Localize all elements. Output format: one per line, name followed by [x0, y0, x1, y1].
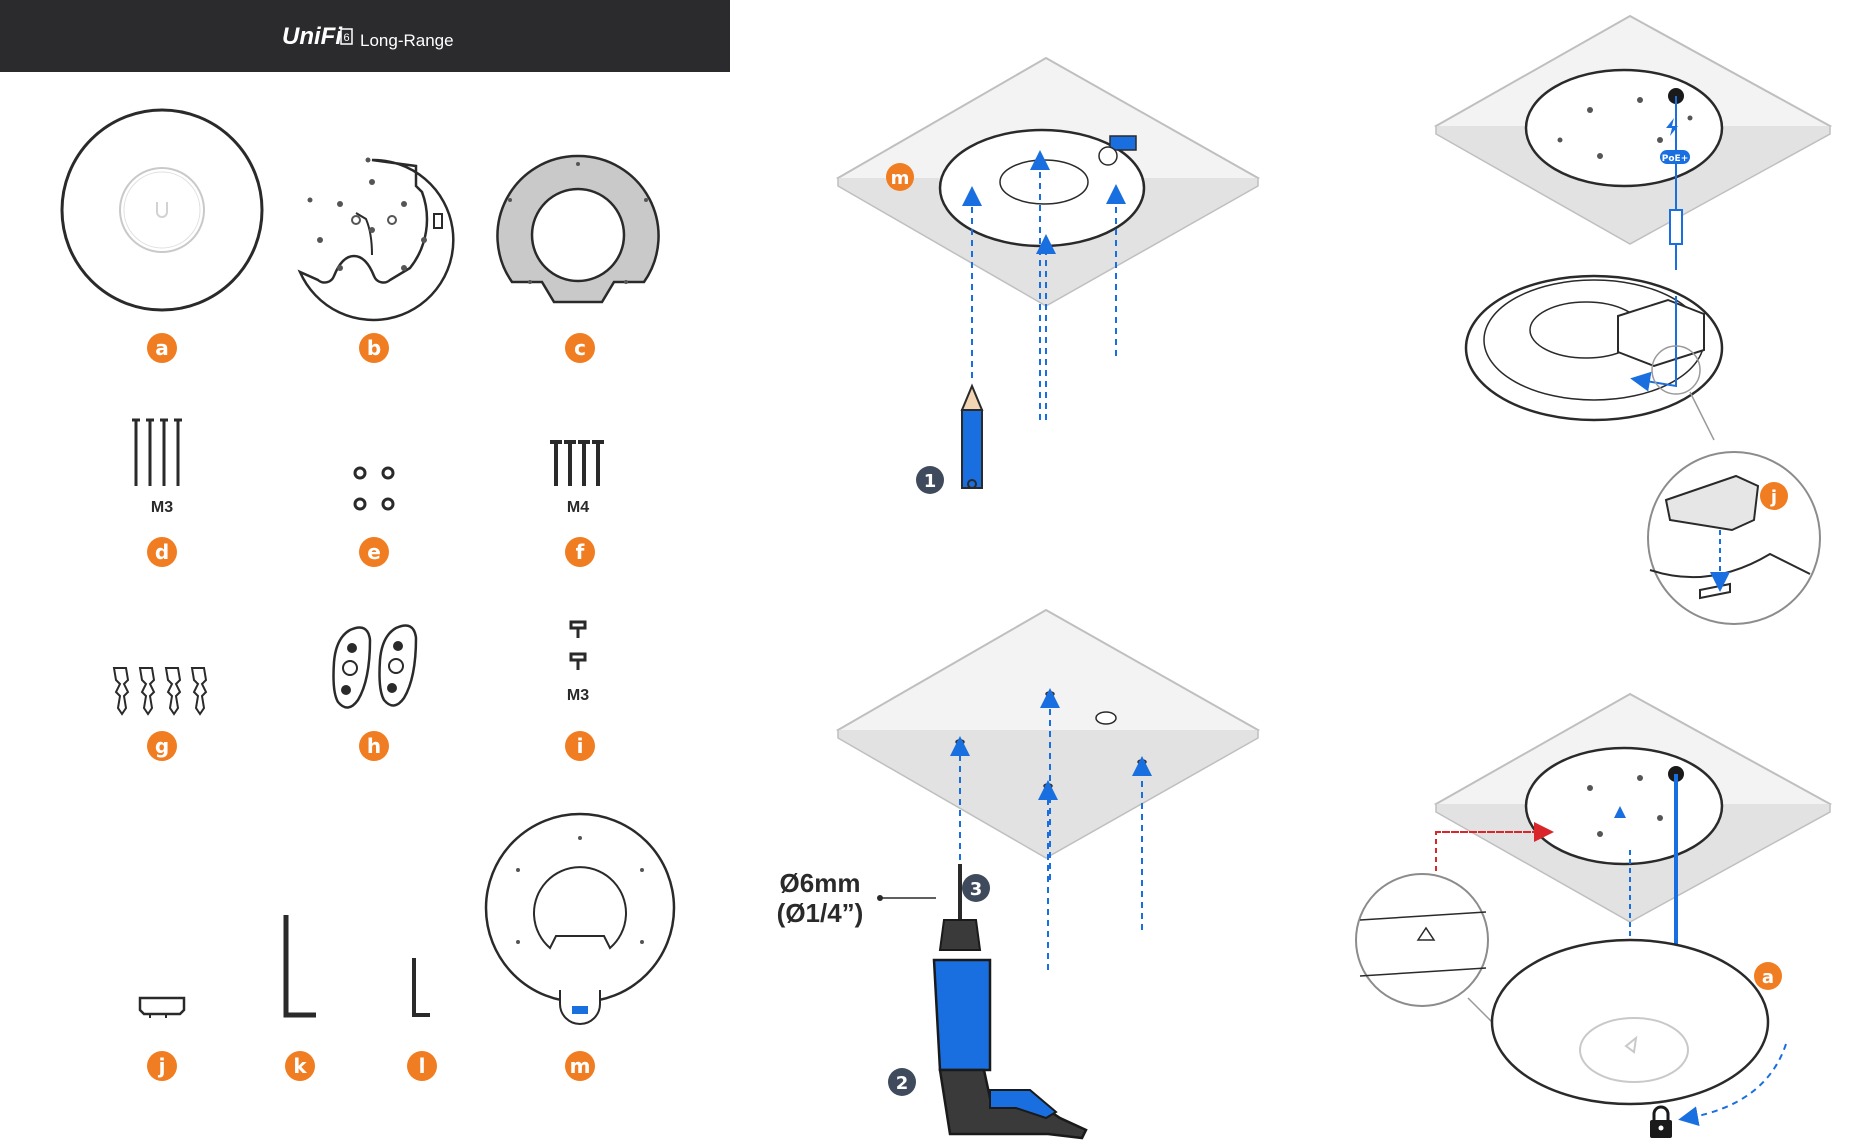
step3-number: 3: [970, 879, 983, 900]
badge-c: c: [565, 333, 595, 363]
svg-text:k: k: [293, 1054, 307, 1078]
svg-text:g: g: [155, 734, 169, 758]
latch-callout-letter: j: [1770, 487, 1777, 508]
product-name: Long-Range: [360, 31, 454, 50]
svg-text:d: d: [155, 540, 169, 564]
badge-i: i: [565, 731, 595, 761]
badge-g: g: [147, 731, 177, 761]
badge-h: h: [359, 731, 389, 761]
template-callout-letter: m: [891, 168, 910, 189]
svg-text:e: e: [367, 540, 381, 564]
badge-b: b: [359, 333, 389, 363]
component-e-washers: [353, 466, 395, 511]
step3-badge: [962, 874, 990, 902]
ubiquiti-logo-icon: [156, 202, 168, 218]
device-callout-badge: [1754, 962, 1782, 990]
badge-k: k: [285, 1051, 315, 1081]
svg-text:j: j: [158, 1054, 166, 1078]
component-g-wall-anchors: [112, 667, 208, 716]
latch-callout-badge: [1760, 482, 1788, 510]
lock-icon: [1650, 1105, 1672, 1138]
svg-text:a: a: [155, 336, 169, 360]
component-b-mounting-bracket: [297, 157, 455, 322]
step1-badge: [916, 466, 944, 494]
component-a-access-point: [60, 108, 264, 312]
drill-size-imperial: (Ø1/4”): [777, 898, 864, 928]
badge-f: f: [565, 537, 595, 567]
pencil-icon: [960, 383, 984, 489]
lightning-icon: [1666, 118, 1678, 136]
component-m-mounting-template: [484, 812, 676, 1025]
component-l-hex-key-small: [412, 958, 430, 1017]
component-d-caption: M3: [151, 499, 173, 516]
svg-text:i: i: [577, 734, 584, 758]
svg-text:l: l: [419, 1054, 426, 1078]
component-c-trim-ring: [496, 154, 660, 304]
header-bar: UniFi 6 Long-Range: [0, 0, 730, 72]
component-f-caption: M4: [567, 499, 589, 516]
svg-text:m: m: [570, 1054, 591, 1078]
component-letter-badges: a b c d e f g h i j k l m: [147, 333, 595, 1081]
step-mount-lock: a: [1355, 692, 1833, 1138]
badge-l: l: [407, 1051, 437, 1081]
component-i-caption: M3: [567, 687, 589, 704]
badge-a: a: [147, 333, 177, 363]
device-callout-letter: a: [1762, 967, 1774, 988]
svg-text:b: b: [367, 336, 381, 360]
step2-badge: [888, 1068, 916, 1096]
drill-icon: [932, 864, 1088, 1140]
component-d-m3-screws: [132, 418, 182, 486]
drill-size-metric: Ø6mm: [780, 868, 861, 898]
badge-e: e: [359, 537, 389, 567]
model-badge: 6: [344, 32, 350, 44]
step2-drill-holes: Ø6mm (Ø1/4”) 3 2: [777, 608, 1261, 1140]
brand-logo: UniFi: [282, 23, 343, 50]
step1-number: 1: [924, 471, 937, 492]
badge-m: m: [565, 1051, 595, 1081]
step1-mark-holes: m 1: [835, 56, 1261, 494]
template-callout-badge: [886, 163, 914, 191]
component-i-small-screws: [569, 620, 587, 670]
badge-d: d: [147, 537, 177, 567]
svg-text:h: h: [367, 734, 381, 758]
step2-number: 2: [896, 1073, 909, 1094]
component-j-latch: [138, 996, 186, 1018]
step-bracket-cable: PoE+ j: [1433, 14, 1833, 625]
poe-label: PoE+: [1662, 154, 1688, 164]
component-k-hex-key-large: [283, 915, 316, 1018]
svg-text:c: c: [574, 336, 586, 360]
model-badge-box: [340, 28, 353, 45]
svg-text:f: f: [576, 540, 585, 564]
component-f-m4-screws: [550, 440, 604, 486]
component-h-adapter-clips: [332, 624, 418, 709]
badge-j: j: [147, 1051, 177, 1081]
